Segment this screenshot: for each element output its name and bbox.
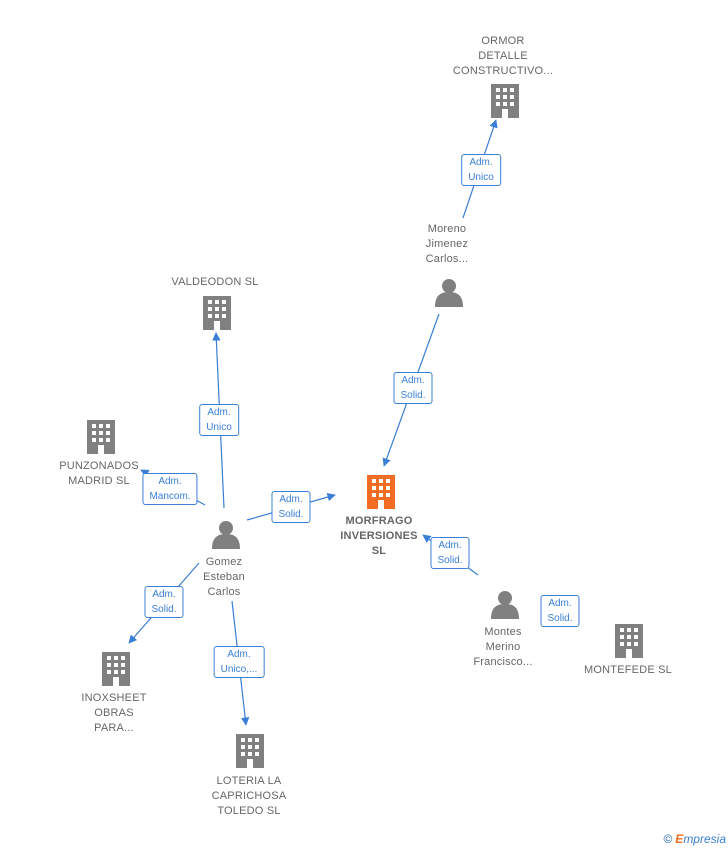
person-icon-montes[interactable] xyxy=(491,591,519,619)
node-label-loteria[interactable]: LOTERIA LA CAPRICHOSA TOLEDO SL xyxy=(211,775,287,817)
node-label-ormor[interactable]: ORMOR DETALLE CONSTRUCTIVO... xyxy=(452,35,554,77)
node-label-gomez[interactable]: Gomez Esteban Carlos xyxy=(203,556,245,598)
footer-brand: ©Empresia xyxy=(663,832,726,846)
node-label-inoxsheet[interactable]: INOXSHEET OBRAS PARA... xyxy=(81,692,147,734)
node-label-montes[interactable]: Montes Merino Francisco... xyxy=(473,626,533,668)
building-icon-valdeodon[interactable] xyxy=(203,296,231,330)
node-label-valdeodon[interactable]: VALDEODON SL xyxy=(171,276,259,288)
edge-label-e4[interactable]: Adm. Mancom. xyxy=(142,473,198,505)
node-label-moreno[interactable]: Moreno Jimenez Carlos... xyxy=(425,223,469,265)
building-icon-punzonados[interactable] xyxy=(87,420,115,454)
edge-label-e2[interactable]: Adm. Solid. xyxy=(393,372,433,404)
edge-layer xyxy=(128,119,498,726)
brand-name: mpresia xyxy=(683,832,726,846)
edge-label-e6[interactable]: Adm. Solid. xyxy=(430,537,470,569)
building-icon-morfrago[interactable] xyxy=(367,475,395,509)
building-icon-loteria[interactable] xyxy=(236,734,264,768)
edge-label-e1[interactable]: Adm. Unico xyxy=(461,154,501,186)
node-label-morfrago[interactable]: MORFRAGO INVERSIONES SL xyxy=(340,515,418,557)
node-label-montefede[interactable]: MONTEFEDE SL xyxy=(584,664,672,676)
copyright-symbol: © xyxy=(663,832,673,846)
brand-initial: E xyxy=(675,832,684,846)
building-icon-ormor[interactable] xyxy=(491,84,519,118)
person-icon-moreno[interactable] xyxy=(435,279,463,307)
person-icon-gomez[interactable] xyxy=(212,521,240,549)
edge-label-e5[interactable]: Adm. Solid. xyxy=(271,491,311,523)
building-icon-montefede[interactable] xyxy=(615,624,643,658)
edge-label-e7[interactable]: Adm. Unico,... xyxy=(213,646,265,678)
edge-label-e3[interactable]: Adm. Unico xyxy=(199,404,239,436)
node-label-punzonados[interactable]: PUNZONADOS MADRID SL xyxy=(59,460,139,487)
building-icon-inoxsheet[interactable] xyxy=(102,652,130,686)
edge-label-e9[interactable]: Adm. Solid. xyxy=(540,595,580,627)
edge-label-e8[interactable]: Adm. Solid. xyxy=(144,586,184,618)
icon-layer xyxy=(87,84,643,768)
